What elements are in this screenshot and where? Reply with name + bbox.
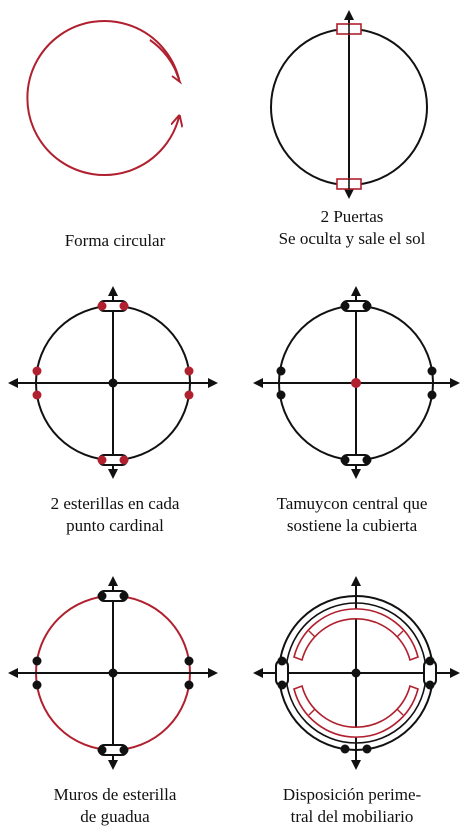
circular-arrow-arc-top xyxy=(149,39,180,80)
mat-west-top xyxy=(32,366,42,376)
panel-dos-puertas xyxy=(270,10,428,199)
caption-line: Muros de esterilla xyxy=(53,785,177,804)
caption-dos-puertas: 2 Puertas Se oculta y sale el sol xyxy=(237,206,467,250)
caption-tamuycon: Tamuycon central que sostiene la cubiert… xyxy=(237,493,467,537)
panel-esterillas xyxy=(8,286,218,479)
circular-arrow-head-top xyxy=(171,71,183,85)
panel-forma-circular xyxy=(26,20,183,176)
caption-forma-circular: Forma circular xyxy=(0,230,230,252)
caption-esterillas: 2 esterillas en cada punto cardinal xyxy=(0,493,230,537)
caption-line: Se oculta y sale el sol xyxy=(278,229,426,248)
mat-north-left xyxy=(97,301,107,311)
center-point xyxy=(108,378,118,388)
mat-north-right xyxy=(119,301,129,311)
caption-muros: Muros de esterilla de guadua xyxy=(0,784,230,828)
caption-line: 2 esterillas en cada xyxy=(50,494,180,513)
center-point xyxy=(351,668,361,678)
caption-line: de guadua xyxy=(80,807,150,826)
mat-south-right xyxy=(119,455,129,465)
caption-line: 2 Puertas xyxy=(320,207,384,226)
caption-mobiliario: Disposición perime- tral del mobiliario xyxy=(237,784,467,828)
mat-east-top xyxy=(184,366,194,376)
furniture-bench-top xyxy=(293,608,419,662)
central-post xyxy=(351,378,361,388)
panel-mobiliario xyxy=(253,576,460,770)
mat-west-bottom xyxy=(32,390,42,400)
circular-arrow-arc xyxy=(26,20,179,176)
caption-line: tral del mobiliario xyxy=(290,807,414,826)
panel-muros xyxy=(8,576,218,770)
panel-tamuycon xyxy=(253,286,460,479)
mat-east-bottom xyxy=(184,390,194,400)
caption-line: punto cardinal xyxy=(66,516,164,535)
caption-line: Tamuycon central que xyxy=(276,494,428,513)
furniture-bench-bottom xyxy=(293,684,419,738)
mat-south-left xyxy=(97,455,107,465)
center-point xyxy=(108,668,118,678)
caption-line: Disposición perime- xyxy=(282,785,422,804)
caption-line: Forma circular xyxy=(64,231,166,250)
caption-line: sostiene la cubierta xyxy=(286,516,418,535)
